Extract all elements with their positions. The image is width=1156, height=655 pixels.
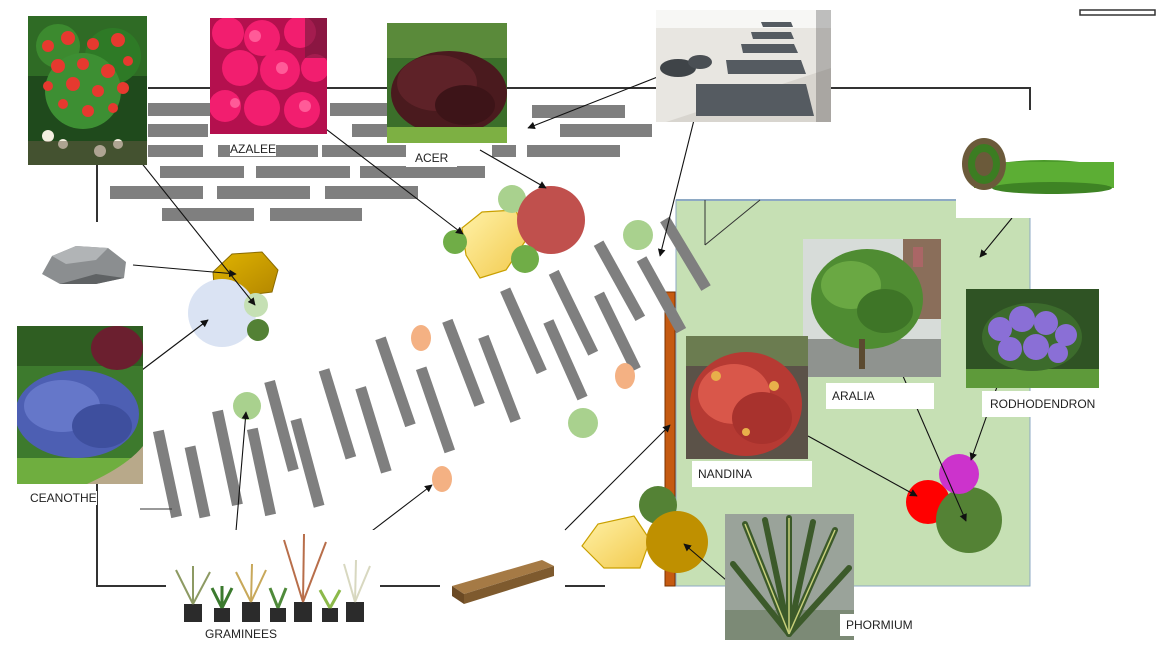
- plant-symbols: [188, 185, 1002, 573]
- ceanothus-photo: [17, 326, 143, 484]
- grasses-photo: [166, 530, 376, 624]
- label-phormium: PHORMIUM: [840, 614, 919, 636]
- rock-photo: [36, 238, 132, 292]
- rhododendron-photo: [966, 289, 1099, 388]
- nandina-photo: [686, 336, 808, 459]
- label-graminees: GRAMINEES: [205, 627, 278, 641]
- pale-blue-shrub: [188, 279, 256, 347]
- slat-path: [152, 216, 711, 519]
- fence: [664, 291, 676, 587]
- brick-paving: [110, 103, 652, 221]
- turf-roll-photo: [956, 122, 1116, 218]
- red-maple-photo: [387, 23, 507, 143]
- label-aralia: ARALIA: [826, 383, 934, 409]
- scale-bar: [1079, 9, 1156, 16]
- pink-azalea-photo: [210, 18, 327, 134]
- stepping-stones-photo: [656, 10, 831, 122]
- aralia-photo: [803, 239, 941, 377]
- label-acer: ACER: [406, 149, 458, 167]
- red-shrub-photo: [28, 16, 147, 165]
- wood-beam-photo: [448, 556, 556, 606]
- label-nandina: NANDINA: [692, 461, 812, 487]
- yellow-rock-bottom: [581, 515, 651, 569]
- phormium-photo: [725, 514, 854, 640]
- label-azalee: AZALEE: [230, 142, 277, 156]
- label-rodhodendron: RODHODENDRON: [982, 391, 1104, 417]
- label-ceanothe: CEANOTHE: [30, 491, 97, 505]
